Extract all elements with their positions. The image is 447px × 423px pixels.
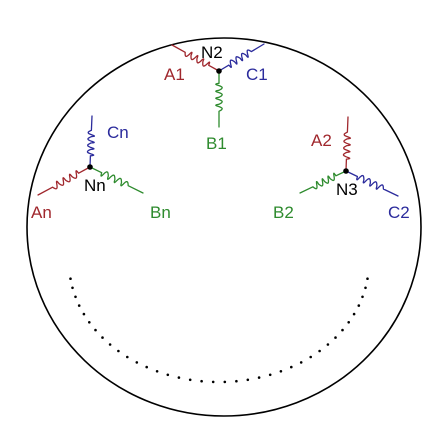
terminal-label-a1: A1: [164, 65, 185, 84]
ellipsis-dot: [290, 365, 293, 369]
ellipsis-dot: [334, 336, 337, 339]
node-label-nn: Nn: [84, 176, 106, 195]
node-n3-dot: [343, 168, 349, 174]
winding-b1: [215, 70, 223, 128]
terminal-label-c1: C1: [246, 65, 268, 84]
ellipsis-dot: [268, 373, 272, 377]
ellipsis-dot: [299, 361, 303, 364]
ellipsis-arc-dots: [69, 277, 369, 384]
terminal-label-b1: B1: [206, 134, 227, 153]
ellipsis-dot: [117, 349, 120, 353]
ellipsis-dot: [126, 355, 129, 359]
ellipsis-dot: [257, 376, 261, 379]
winding-a1: [171, 44, 220, 72]
winding-c1: [218, 43, 265, 72]
terminal-label-b2: B2: [273, 203, 294, 222]
ellipsis-dot: [94, 328, 97, 332]
ellipsis-dot: [69, 277, 72, 281]
ellipsis-dot: [357, 304, 361, 307]
star-nn: Nn Cn An Bn: [31, 115, 171, 222]
winding-b2: [299, 170, 347, 194]
ellipsis-dot: [366, 277, 369, 281]
star-n3: N3 A2 B2 C2: [273, 116, 410, 222]
ellipsis-dot: [318, 349, 321, 353]
ellipsis-dot: [135, 361, 139, 364]
ellipsis-dot: [223, 380, 227, 384]
winding-cn: [86, 115, 96, 168]
ellipsis-dot: [88, 321, 91, 324]
terminal-label-cn: Cn: [107, 123, 129, 142]
ellipsis-dot: [71, 286, 74, 290]
winding-c2: [345, 170, 399, 197]
star-n2: N2 A1 C1 B1: [164, 43, 268, 153]
winding-bn: [89, 166, 144, 194]
ellipsis-dot: [82, 312, 86, 316]
ellipsis-dot: [145, 365, 148, 369]
enclosing-circle: [26, 37, 422, 417]
ellipsis-dot: [177, 376, 181, 379]
terminal-label-c2: C2: [388, 203, 410, 222]
ellipsis-dot: [235, 379, 238, 383]
ellipsis-dot: [309, 355, 313, 359]
ellipsis-dot: [326, 343, 330, 346]
node-label-n2: N2: [201, 43, 223, 62]
node-n2-dot: [216, 68, 222, 74]
node-nn-dot: [87, 164, 93, 170]
winding-an: [37, 166, 91, 196]
ellipsis-dot: [279, 370, 283, 373]
ellipsis-dot: [211, 380, 215, 384]
terminal-label-a2: A2: [311, 131, 332, 150]
ellipsis-dot: [155, 370, 159, 373]
node-label-n3: N3: [336, 180, 358, 199]
ellipsis-dot: [77, 304, 81, 307]
ellipsis-dot: [361, 295, 364, 299]
ellipsis-dot: [74, 295, 77, 299]
ellipsis-dot: [188, 378, 192, 382]
terminal-label-an: An: [31, 203, 52, 222]
terminal-label-bn: Bn: [150, 203, 171, 222]
ellipsis-dot: [200, 379, 203, 383]
winding-a2: [342, 116, 352, 172]
ellipsis-dot: [101, 336, 104, 339]
ellipsis-dot: [347, 321, 351, 324]
ellipsis-dot: [352, 312, 356, 316]
ellipsis-dot: [364, 286, 367, 290]
ellipsis-dot: [246, 378, 250, 382]
ellipsis-dot: [166, 373, 170, 377]
ellipsis-dot: [341, 328, 344, 332]
ellipsis-dot: [108, 343, 112, 346]
